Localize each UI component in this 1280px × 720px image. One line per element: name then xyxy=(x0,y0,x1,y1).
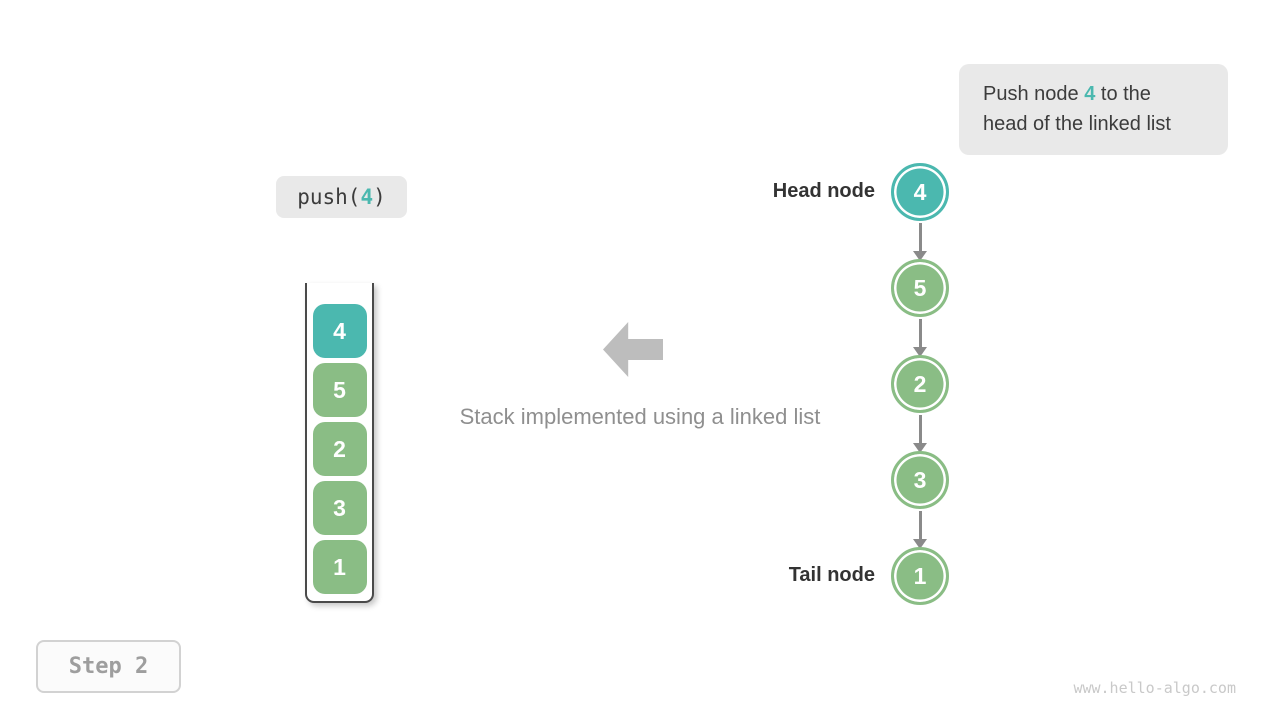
step-badge: Step 2 xyxy=(36,640,181,693)
stack-item: 1 xyxy=(312,540,367,594)
arrow-down-icon xyxy=(913,511,927,549)
arrow-down-icon xyxy=(913,223,927,261)
list-node: 2 xyxy=(891,355,949,413)
stack-container: 4 5 2 3 1 xyxy=(305,283,374,603)
list-node: 3 xyxy=(891,451,949,509)
callout-highlight-value: 4 xyxy=(1084,83,1096,105)
list-node: 5 xyxy=(891,259,949,317)
tail-node-label: Tail node xyxy=(788,564,875,586)
arrow-down-icon xyxy=(913,319,927,357)
list-node: 1 xyxy=(891,547,949,605)
head-node-label: Head node xyxy=(772,180,875,202)
operation-prefix: push( xyxy=(297,185,361,209)
watermark: www.hello-algo.com xyxy=(1073,679,1236,697)
stack-item: 4 xyxy=(312,304,367,358)
diagram-caption: Stack implemented using a linked list xyxy=(459,404,821,429)
callout-text-after: to the head of the linked list xyxy=(983,83,1171,135)
left-arrow-icon xyxy=(603,322,663,377)
list-node: 4 xyxy=(891,163,949,221)
stack-item: 3 xyxy=(312,481,367,535)
operation-suffix: ) xyxy=(373,185,386,209)
callout-text-before: Push node xyxy=(983,83,1085,105)
push-operation-label: push(4) xyxy=(276,176,407,218)
operation-argument: 4 xyxy=(360,185,374,209)
callout-box: Push node 4 to the head of the linked li… xyxy=(959,64,1228,155)
stack-item: 5 xyxy=(312,363,367,417)
stack-item: 2 xyxy=(312,422,367,476)
arrow-down-icon xyxy=(913,415,927,453)
